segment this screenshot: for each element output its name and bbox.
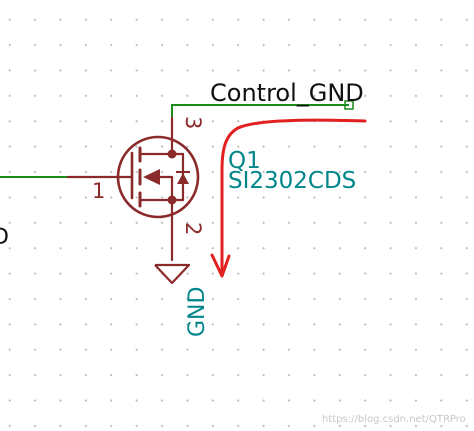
net-label-control-gnd[interactable]: Control_GND — [210, 79, 364, 107]
net-label-anchor[interactable] — [344, 100, 354, 110]
pin-number-drain: 3 — [181, 116, 205, 129]
component-value[interactable]: SI2302CDS — [228, 168, 356, 194]
left-edge-text: D — [0, 225, 9, 250]
junction-dot-drain — [167, 149, 177, 159]
pin-number-gate: 1 — [92, 179, 105, 203]
watermark-text: https://blog.csdn.net/QTRPro — [322, 414, 466, 425]
channel-arrow-icon — [143, 169, 160, 185]
body-diode-icon — [177, 173, 189, 184]
junction-dot-source — [167, 195, 177, 205]
component-reference[interactable]: Q1 — [228, 148, 261, 174]
drain-wire[interactable] — [171, 104, 349, 118]
pin-number-source: 2 — [181, 222, 205, 235]
current-flow-arrow-icon — [210, 118, 367, 278]
ground-symbol-icon[interactable] — [154, 263, 191, 285]
transistor-body-circle — [116, 135, 200, 219]
wires — [0, 104, 349, 178]
ground-label: GND — [185, 287, 210, 337]
transistor-symbol[interactable] — [66, 116, 200, 262]
